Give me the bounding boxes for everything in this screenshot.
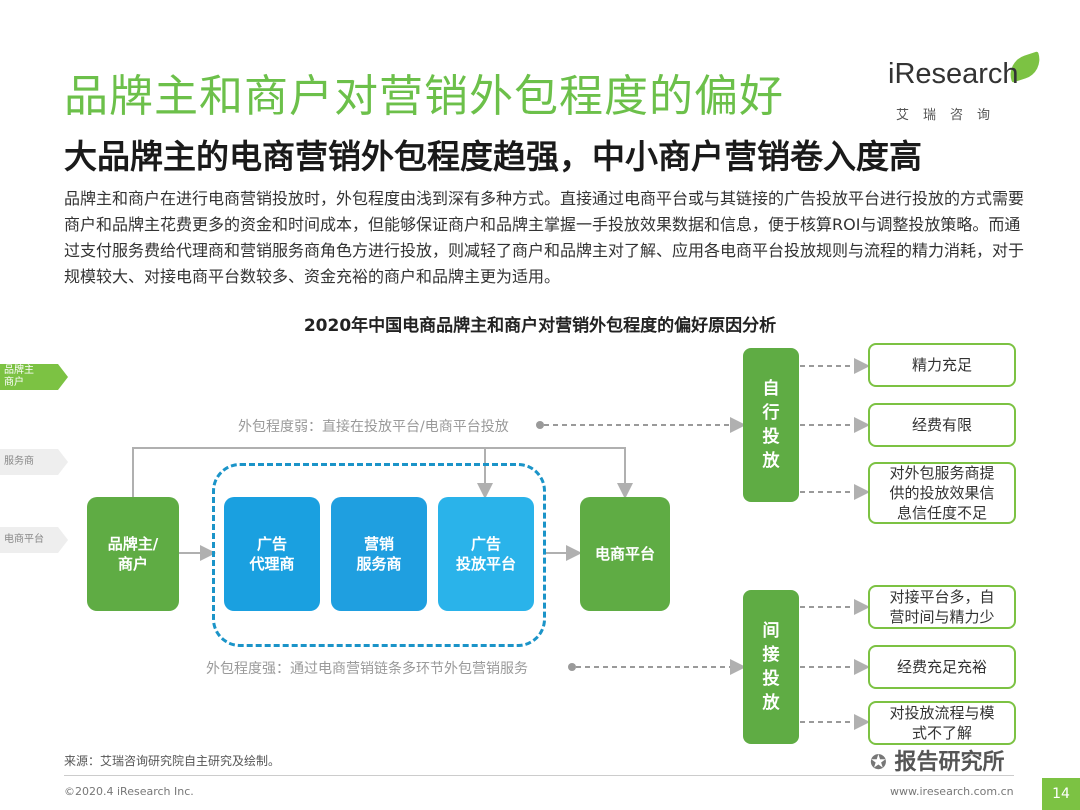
side-tab-ecommerce: 电商平台 <box>0 527 68 553</box>
copyright: ©2020.4 iResearch Inc. <box>64 785 194 798</box>
side-tab-label: 服务商 <box>4 456 34 467</box>
wechat-icon: ✪ <box>870 750 887 774</box>
page-title: 品牌主和商户对营销外包程度的偏好 <box>64 71 784 122</box>
reason-box: 经费充足充裕 <box>868 645 1016 689</box>
ecommerce-platform-node: 电商平台 <box>580 497 670 611</box>
reason-box: 对接平台多，自 营时间与精力少 <box>868 585 1016 629</box>
reason-box: 经费有限 <box>868 403 1016 447</box>
side-tab-label: 电商平台 <box>4 534 44 545</box>
footer-url: www.iresearch.com.cn <box>890 785 1014 798</box>
weak-outsourcing-label: 外包程度弱：直接在投放平台/电商平台投放 <box>238 419 509 435</box>
diagram-title: 2020年中国电商品牌主和商户对营销外包程度的偏好原因分析 <box>303 316 777 336</box>
strong-outsourcing-label: 外包程度强：通过电商营销链条多环节外包营销服务 <box>206 661 528 677</box>
page-subtitle: 大品牌主的电商营销外包程度趋强，中小商户营销卷入度高 <box>64 137 922 176</box>
reason-box: 对投放流程与模 式不了解 <box>868 701 1016 745</box>
brand-merchant-node: 品牌主/ 商户 <box>87 497 179 611</box>
marketing-service-node: 营销 服务商 <box>331 497 427 611</box>
intro-paragraph: 品牌主和商户在进行电商营销投放时，外包程度由浅到深有多种方式。直接通过电商平台或… <box>64 189 1025 286</box>
reason-box: 对外包服务商提 供的投放效果信 息信任度不足 <box>868 462 1016 524</box>
side-tab-service: 服务商 <box>0 449 68 475</box>
footer-divider <box>64 775 1014 776</box>
watermark: ✪ 报告研究所 <box>870 744 1004 776</box>
side-tab-label: 品牌主 商户 <box>4 365 34 388</box>
watermark-text: 报告研究所 <box>894 750 1005 775</box>
logo-word: iResearch <box>888 58 1019 90</box>
ad-platform-node: 广告 投放平台 <box>438 497 534 611</box>
side-tab-brand: 品牌主 商户 <box>0 364 68 390</box>
iresearch-logo: iResearch 艾瑞咨询 <box>888 51 1045 128</box>
indirect-placement-node: 间 接 投 放 <box>743 590 799 744</box>
logo-sub: 艾瑞咨询 <box>896 108 1005 123</box>
reason-box: 精力充足 <box>868 343 1016 387</box>
page-number: 14 <box>1042 778 1080 810</box>
self-placement-node: 自 行 投 放 <box>743 348 799 502</box>
service-provider-frame <box>212 463 546 647</box>
ad-agency-node: 广告 代理商 <box>224 497 320 611</box>
source-note: 来源：艾瑞咨询研究院自主研究及绘制。 <box>64 754 281 768</box>
